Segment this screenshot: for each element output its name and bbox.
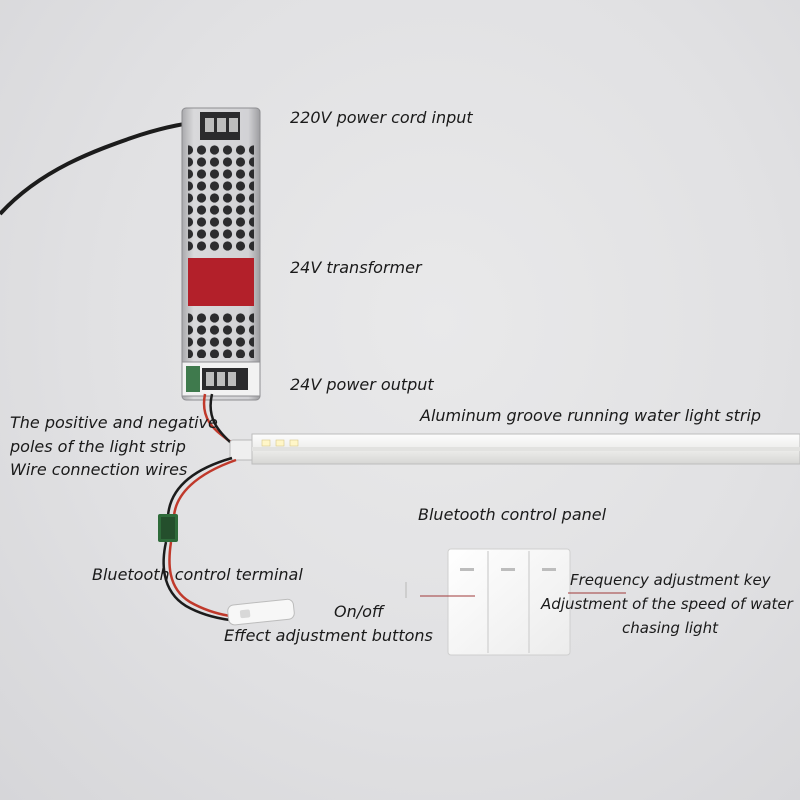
label-transformer: 24V transformer [290, 258, 422, 277]
label-bluetooth-terminal: Bluetooth control terminal [92, 565, 303, 584]
bluetooth-control-panel [447, 548, 571, 656]
power-cord [0, 120, 206, 216]
label-bluetooth-panel: Bluetooth control panel [418, 505, 607, 524]
label-strip-poles-1: The positive and negative [10, 413, 218, 432]
label-frequency-key: Frequency adjustment key [570, 571, 771, 589]
aluminum-light-strip [251, 433, 800, 465]
label-power-cord-input: 220V power cord input [290, 108, 473, 127]
label-speed-adjust-2: chasing light [622, 619, 718, 637]
label-effect-buttons: Effect adjustment buttons [224, 626, 433, 645]
label-power-output: 24V power output [290, 375, 434, 394]
control-wires [166, 456, 233, 517]
label-speed-adjust-1: Adjustment of the speed of water [541, 595, 793, 613]
label-on-off: On/off [334, 602, 384, 621]
label-wire-connection: Wire connection wires [10, 460, 188, 479]
label-strip-poles-2: poles of the light strip [10, 437, 186, 456]
power-supply-unit [181, 107, 261, 401]
bluetooth-terminal-device [227, 598, 295, 626]
label-aluminum-groove: Aluminum groove running water light stri… [420, 406, 762, 425]
